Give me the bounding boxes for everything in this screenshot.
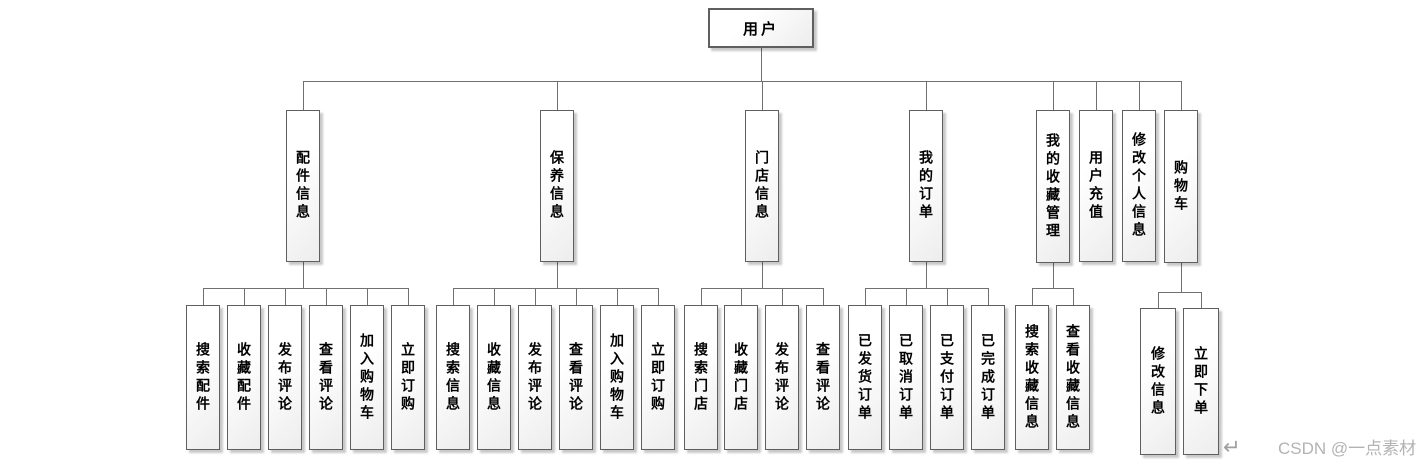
branch-my-orders: 我的订单 bbox=[909, 110, 943, 262]
connector bbox=[658, 288, 659, 305]
connector bbox=[1073, 288, 1074, 305]
connector bbox=[453, 288, 454, 305]
connector bbox=[1158, 292, 1202, 293]
leaf-edit-cart-info: 修改信息 bbox=[1140, 308, 1176, 455]
leaf-view-comments-store: 查看评论 bbox=[806, 305, 840, 450]
connector bbox=[303, 262, 304, 288]
leaf-order-now-parts: 立即订购 bbox=[391, 305, 425, 450]
connector bbox=[535, 288, 536, 305]
connector bbox=[782, 288, 783, 305]
leaf-cancelled-orders: 已取消订单 bbox=[889, 305, 923, 450]
csdn-watermark: CSDN @一点素材 bbox=[1278, 439, 1417, 458]
connector bbox=[701, 288, 702, 305]
connector bbox=[494, 288, 495, 305]
leaf-search-info: 搜索信息 bbox=[436, 305, 470, 450]
leaf-search-store: 搜索门店 bbox=[684, 305, 718, 450]
connector bbox=[1201, 292, 1202, 308]
leaf-order-now-maintenance: 立即订购 bbox=[641, 305, 675, 450]
connector bbox=[303, 81, 304, 110]
branch-maintenance-info: 保养信息 bbox=[540, 110, 574, 262]
connector bbox=[408, 288, 409, 305]
leaf-paid-orders: 已支付订单 bbox=[930, 305, 964, 450]
connector bbox=[617, 288, 618, 305]
connector bbox=[1032, 288, 1074, 289]
connector bbox=[988, 288, 989, 305]
branch-shopping-cart: 购物车 bbox=[1164, 110, 1198, 263]
leaf-post-comment-maintenance: 发布评论 bbox=[518, 305, 552, 450]
leaf-favorite-info: 收藏信息 bbox=[477, 305, 511, 450]
leaf-search-favorites: 搜索收藏信息 bbox=[1015, 305, 1049, 450]
node-user-root: 用户 bbox=[708, 8, 814, 48]
leaf-view-favorites: 查看收藏信息 bbox=[1056, 305, 1090, 450]
connector bbox=[701, 288, 824, 289]
leaf-place-order-now: 立即下单 bbox=[1183, 308, 1219, 455]
connector bbox=[367, 288, 368, 305]
leaf-view-comments-maintenance: 查看评论 bbox=[559, 305, 593, 450]
connector bbox=[557, 81, 558, 110]
branch-favorites-management: 我的收藏管理 bbox=[1036, 110, 1070, 263]
branch-store-info: 门店信息 bbox=[745, 110, 779, 262]
branch-edit-profile: 修改个人信息 bbox=[1122, 110, 1156, 262]
leaf-shipped-orders: 已发货订单 bbox=[848, 305, 882, 450]
connector bbox=[1053, 262, 1054, 288]
connector bbox=[244, 288, 245, 305]
connector bbox=[762, 262, 763, 288]
connector bbox=[285, 288, 286, 305]
connector bbox=[326, 288, 327, 305]
connector bbox=[926, 262, 927, 288]
leaf-add-to-cart-parts: 加入购物车 bbox=[350, 305, 384, 450]
return-arrow-icon: ↵ bbox=[1223, 436, 1241, 459]
connector bbox=[1096, 81, 1097, 110]
connector bbox=[1181, 263, 1182, 292]
leaf-add-to-cart-maintenance: 加入购物车 bbox=[600, 305, 634, 450]
connector bbox=[303, 81, 1182, 82]
connector bbox=[741, 288, 742, 305]
leaf-view-comments-parts: 查看评论 bbox=[309, 305, 343, 450]
connector bbox=[906, 288, 907, 305]
connector bbox=[823, 288, 824, 305]
leaf-favorite-parts: 收藏配件 bbox=[227, 305, 261, 450]
connector bbox=[761, 48, 762, 81]
connector bbox=[557, 262, 558, 288]
connector bbox=[1139, 81, 1140, 110]
branch-user-recharge: 用户充值 bbox=[1079, 110, 1113, 262]
connector bbox=[203, 288, 409, 289]
connector bbox=[576, 288, 577, 305]
branch-parts-info: 配件信息 bbox=[286, 110, 320, 262]
connector bbox=[762, 81, 763, 110]
connector bbox=[1158, 292, 1159, 308]
connector bbox=[1032, 288, 1033, 305]
leaf-completed-orders: 已完成订单 bbox=[971, 305, 1005, 450]
leaf-favorite-store: 收藏门店 bbox=[724, 305, 758, 450]
connector bbox=[1053, 81, 1054, 110]
leaf-post-comment-parts: 发布评论 bbox=[268, 305, 302, 450]
leaf-search-parts: 搜索配件 bbox=[186, 305, 220, 450]
connector bbox=[926, 81, 927, 110]
leaf-post-comment-store: 发布评论 bbox=[765, 305, 799, 450]
connector bbox=[453, 288, 659, 289]
connector bbox=[865, 288, 989, 289]
connector bbox=[865, 288, 866, 305]
connector bbox=[947, 288, 948, 305]
connector bbox=[203, 288, 204, 305]
connector bbox=[1181, 81, 1182, 110]
